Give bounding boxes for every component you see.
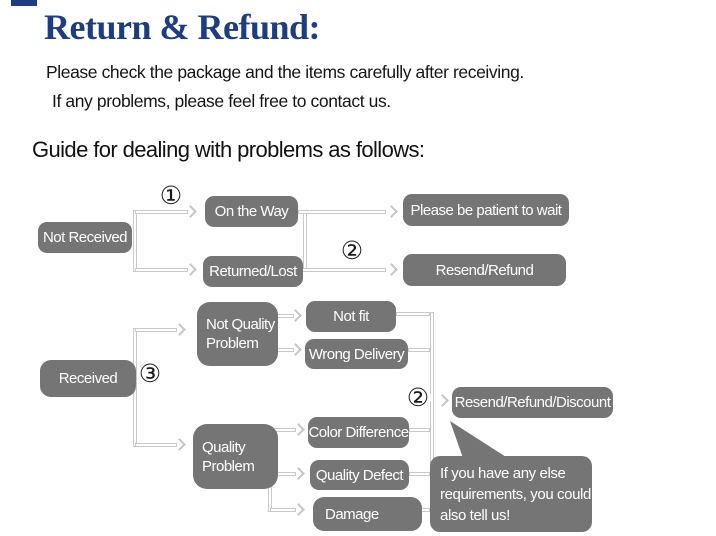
node-color-difference: Color Difference [308, 417, 409, 448]
connector-line [396, 312, 430, 316]
guide-heading: Guide for dealing with problems as follo… [32, 137, 425, 162]
note-speech-bubble: If you have any else requirements, you c… [430, 456, 592, 532]
node-wrong-delivery: Wrong Delivery [305, 339, 408, 369]
arrow-right-icon [173, 323, 186, 336]
page-title: Return & Refund: [44, 7, 321, 47]
node-received: Received [40, 360, 136, 397]
note-line-1: If you have any else [440, 465, 566, 482]
connector-line [409, 428, 430, 432]
speech-bubble-tail [450, 421, 513, 461]
node-please-be-patient: Please be patient to wait [403, 194, 569, 226]
node-returned-lost: Returned/Lost [203, 256, 303, 287]
node-not-received: Not Received [38, 222, 132, 253]
node-resend-refund-discount: Resend/Refund/Discount [452, 387, 613, 418]
node-resend-refund: Resend/Refund [403, 254, 566, 286]
node-quality-defect: Quality Defect [310, 460, 409, 490]
note-line-2: requirements, you could [440, 486, 591, 503]
connector-line [133, 210, 137, 272]
node-quality-problem: Quality Problem [193, 424, 278, 489]
arrow-right-icon [184, 205, 197, 218]
arrow-right-icon [292, 467, 305, 480]
connector-line [408, 348, 430, 352]
node-on-the-way: On the Way [205, 196, 298, 227]
arrow-right-icon [292, 423, 305, 436]
step-marker-2: ② [339, 237, 365, 265]
node-not-quality-problem: Not Quality Problem [197, 302, 278, 366]
connector-line [302, 268, 386, 272]
connector-line [135, 210, 188, 214]
intro-line-1: Please check the package and the items c… [46, 62, 524, 82]
arrow-right-icon [173, 438, 186, 451]
connector-line [135, 268, 188, 272]
note-line-3: also tell us! [440, 507, 510, 524]
connector-line [135, 328, 177, 332]
connector-line [270, 508, 296, 512]
connector-line [409, 472, 430, 476]
arrow-right-icon [385, 205, 398, 218]
arrow-right-icon [385, 263, 398, 276]
step-marker-1: ① [158, 182, 184, 210]
cropped-text-fragment [11, 0, 37, 6]
connector-line [298, 210, 386, 214]
node-not-fit: Not fit [306, 301, 396, 332]
arrow-right-icon [292, 503, 305, 516]
step-marker-3: ③ [137, 360, 163, 388]
arrow-right-icon [289, 309, 302, 322]
connector-line [303, 210, 307, 272]
connector-line [135, 443, 177, 447]
intro-line-2: If any problems, please feel free to con… [52, 91, 391, 111]
node-damage: Damage [313, 497, 422, 531]
arrow-right-icon [436, 394, 449, 407]
arrow-right-icon [289, 343, 302, 356]
arrow-right-icon [184, 263, 197, 276]
step-marker-2: ② [405, 384, 431, 412]
